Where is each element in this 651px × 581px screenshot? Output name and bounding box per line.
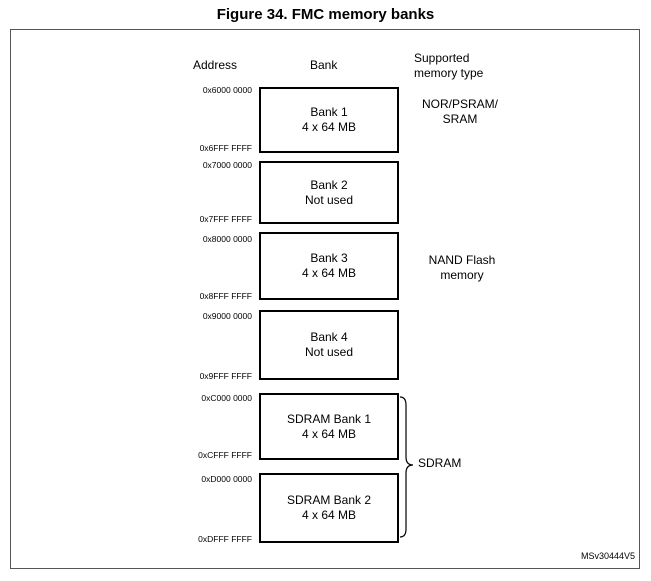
- bank4-name: Bank 4: [310, 330, 348, 344]
- sdram-bank2-name: SDRAM Bank 2: [286, 493, 372, 507]
- sdram-bank2-size: 4 x 64 MB: [301, 508, 357, 522]
- sdram-label: SDRAM: [418, 456, 462, 470]
- nor-label-line1: NOR/PSRAM/: [421, 97, 498, 111]
- figure-title: Figure 34. FMC memory banks: [216, 6, 435, 23]
- bank1-size: 4 x 64 MB: [301, 120, 357, 134]
- figure-code: MSv30444V5: [580, 551, 635, 561]
- sdram-bank2-start-address: 0xD000 0000: [201, 474, 252, 484]
- nand-flash-label: NAND Flash memory: [412, 253, 512, 283]
- bank4-start-address: 0x9000 0000: [202, 311, 252, 321]
- bank4-end-address: 0x9FFF FFFF: [199, 371, 252, 381]
- bank1-end-address: 0x6FFF FFFF: [199, 143, 252, 153]
- bank2-end-address: 0x7FFF FFFF: [199, 214, 252, 224]
- bank3-start-address: 0x8000 0000: [202, 234, 252, 244]
- nor-label-line2: SRAM: [442, 112, 478, 126]
- sdram-brace: [399, 396, 414, 538]
- bank3-end-address: 0x8FFF FFFF: [199, 291, 252, 301]
- bank2-size: Not used: [304, 192, 354, 207]
- bank2-box: Bank 2 Not used: [259, 161, 399, 224]
- nor-psram-sram-label: NOR/PSRAM/ SRAM: [410, 97, 510, 127]
- bank2-name: Bank 2: [310, 177, 348, 192]
- sdram-bank2-end-address: 0xDFFF FFFF: [198, 534, 252, 544]
- memory-type-header-line1: Supported: [414, 51, 470, 65]
- address-header: Address: [193, 58, 238, 72]
- sdram-bank1-end-address: 0xCFFF FFFF: [198, 450, 252, 460]
- bank2-start-address: 0x7000 0000: [202, 160, 252, 170]
- sdram-bank1-name: SDRAM Bank 1: [286, 411, 372, 426]
- bank-header: Bank: [310, 58, 338, 72]
- bank3-box: Bank 3 4 x 64 MB: [259, 232, 399, 300]
- bank1-name: Bank 1: [310, 105, 348, 119]
- diagram-frame: [10, 29, 640, 569]
- bank3-name: Bank 3: [310, 251, 348, 265]
- sdram-bank1-box: SDRAM Bank 1 4 x 64 MB: [259, 393, 399, 460]
- memory-type-header-line2: memory type: [414, 66, 484, 80]
- bank1-box: Bank 1 4 x 64 MB: [259, 87, 399, 153]
- bank4-size: Not used: [304, 345, 354, 359]
- nand-label-line1: NAND Flash: [428, 253, 496, 267]
- bank4-box: Bank 4 Not used: [259, 310, 399, 380]
- bank1-start-address: 0x6000 0000: [202, 85, 252, 95]
- memory-type-header: Supported memory type: [414, 51, 483, 81]
- sdram-bank2-box: SDRAM Bank 2 4 x 64 MB: [259, 473, 399, 543]
- nand-label-line2: memory: [440, 268, 484, 282]
- sdram-bank1-size: 4 x 64 MB: [301, 426, 357, 441]
- sdram-bank1-start-address: 0xC000 0000: [201, 393, 252, 403]
- bank3-size: 4 x 64 MB: [301, 266, 357, 280]
